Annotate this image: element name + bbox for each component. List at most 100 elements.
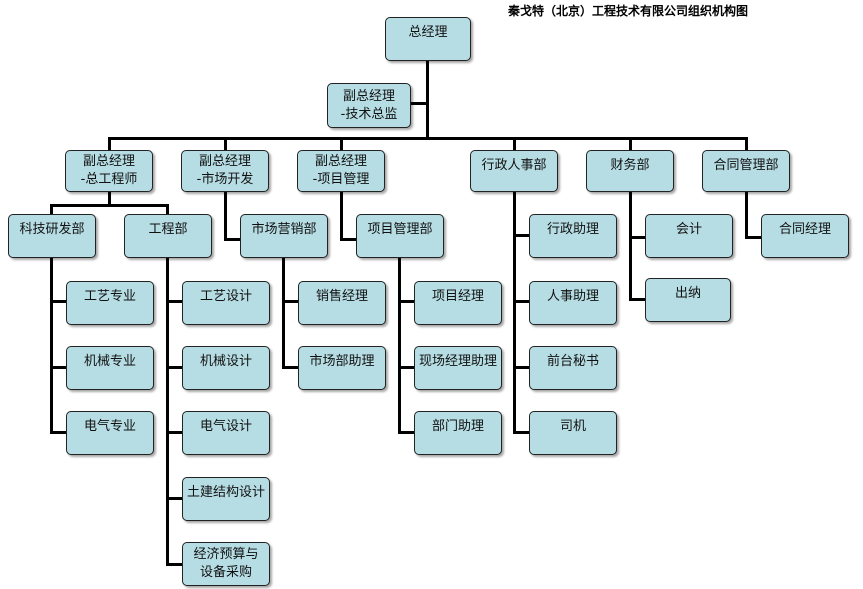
node-admin-assistant: 行政助理 (529, 214, 617, 258)
connector-line (50, 204, 168, 207)
node-label-line1: 副总经理 (314, 154, 367, 169)
node-admin-hr: 行政人事部 (470, 150, 558, 192)
node-label: 市场营销部 (251, 222, 317, 237)
node-label: 电气设计 (199, 419, 252, 434)
connector-line (108, 190, 111, 206)
node-label: 会计 (675, 222, 702, 237)
node-label: 人事助理 (546, 289, 599, 304)
node-marketing-dept: 市场营销部 (240, 214, 328, 258)
node-general-manager: 总经理 (385, 17, 471, 61)
node-label: 财务部 (610, 158, 650, 173)
node-process-specialty: 工艺专业 (66, 281, 154, 325)
node-label: 机械专业 (83, 354, 136, 369)
connector-line (50, 366, 66, 369)
connector-line (745, 190, 748, 238)
node-label: 总经理 (408, 25, 448, 40)
node-label: 行政助理 (546, 222, 599, 237)
connector-line (50, 258, 53, 433)
connector-line (398, 366, 414, 369)
node-label: 合同管理部 (713, 158, 779, 173)
connector-line (629, 137, 632, 151)
node-label: 行政人事部 (481, 158, 547, 173)
node-hr-assistant: 人事助理 (529, 281, 617, 325)
node-mechanical-design: 机械设计 (182, 346, 270, 390)
node-receptionist: 前台秘书 (529, 346, 617, 390)
connector-line (340, 190, 343, 240)
node-vp-project: 副总经理 -项目管理 (297, 150, 385, 192)
node-label-line2: -市场开发 (196, 172, 254, 187)
connector-line (426, 60, 429, 140)
node-label: 工程部 (148, 222, 188, 237)
node-label: 工艺设计 (199, 289, 252, 304)
connector-line (166, 258, 169, 565)
node-marketing-assistant: 市场部助理 (298, 346, 386, 390)
node-accountant: 会计 (645, 214, 733, 258)
node-vp-chief-engineer: 副总经理 -总工程师 (65, 150, 153, 192)
connector-line (224, 190, 227, 240)
connector-line (629, 236, 645, 239)
connector-line (282, 258, 285, 368)
node-rnd-dept: 科技研发部 (8, 214, 96, 258)
connector-line (166, 563, 182, 566)
connector-line (166, 497, 182, 500)
node-label: 经济预算与设备采购 (193, 547, 259, 580)
connector-line (629, 298, 645, 301)
connector-line (398, 300, 414, 303)
node-label: 司机 (559, 419, 586, 434)
node-label-line2: -项目管理 (312, 172, 370, 187)
connector-line (513, 190, 516, 433)
node-label: 现场经理助理 (419, 354, 498, 369)
node-label: 销售经理 (315, 289, 368, 304)
node-cashier: 出纳 (645, 278, 731, 322)
node-vp-tech-director: 副总经理 -技术总监 (327, 83, 411, 128)
connector-line (513, 234, 529, 237)
node-label: 合同经理 (778, 222, 831, 237)
connector-line (166, 300, 182, 303)
connector-line (398, 258, 401, 433)
connector-line (513, 137, 516, 151)
connector-line (282, 300, 298, 303)
node-label: 科技研发部 (19, 222, 85, 237)
node-label-line1: 副总经理 (82, 154, 135, 169)
connector-line (745, 236, 761, 239)
node-budget-procurement: 经济预算与设备采购 (182, 542, 270, 586)
connector-line (340, 238, 356, 241)
node-finance: 财务部 (586, 150, 674, 192)
node-label-line2: -总工程师 (80, 172, 138, 187)
node-label: 工艺专业 (83, 289, 136, 304)
node-label-line1: 副总经理 (342, 88, 395, 104)
node-site-manager-assistant: 现场经理助理 (414, 346, 502, 390)
connector-line (340, 137, 343, 151)
node-project-dept: 项目管理部 (356, 214, 444, 258)
node-contract-manager: 合同经理 (761, 214, 849, 258)
node-label: 前台秘书 (546, 354, 599, 369)
connector-line (398, 431, 414, 434)
connector-line (166, 366, 182, 369)
node-sales-manager: 销售经理 (298, 281, 386, 325)
connector-line (108, 137, 111, 151)
node-driver: 司机 (529, 411, 617, 455)
connector-line (513, 366, 529, 369)
node-label: 电气专业 (83, 419, 136, 434)
node-label-line1: 副总经理 (198, 154, 251, 169)
connector-line (50, 300, 66, 303)
connector-line (224, 137, 227, 151)
connector-line (513, 300, 529, 303)
connector-line (108, 137, 748, 140)
connector-line (410, 102, 428, 105)
node-contract-management: 合同管理部 (702, 150, 790, 192)
connector-line (50, 431, 66, 434)
chart-title: 秦戈特（北京）工程技术有限公司组织机构图 (508, 4, 749, 18)
node-electrical-specialty: 电气专业 (66, 411, 154, 455)
connector-line (745, 137, 748, 151)
node-dept-assistant: 部门助理 (414, 411, 502, 455)
connector-line (166, 204, 169, 214)
node-label: 部门助理 (431, 419, 484, 434)
connector-line (629, 190, 632, 300)
node-engineering-dept: 工程部 (124, 214, 212, 258)
node-label: 项目管理部 (367, 222, 433, 237)
node-label: 出纳 (674, 286, 701, 301)
node-electrical-design: 电气设计 (182, 411, 270, 455)
node-label: 土建结构设计 (187, 485, 266, 500)
node-label: 机械设计 (199, 354, 252, 369)
